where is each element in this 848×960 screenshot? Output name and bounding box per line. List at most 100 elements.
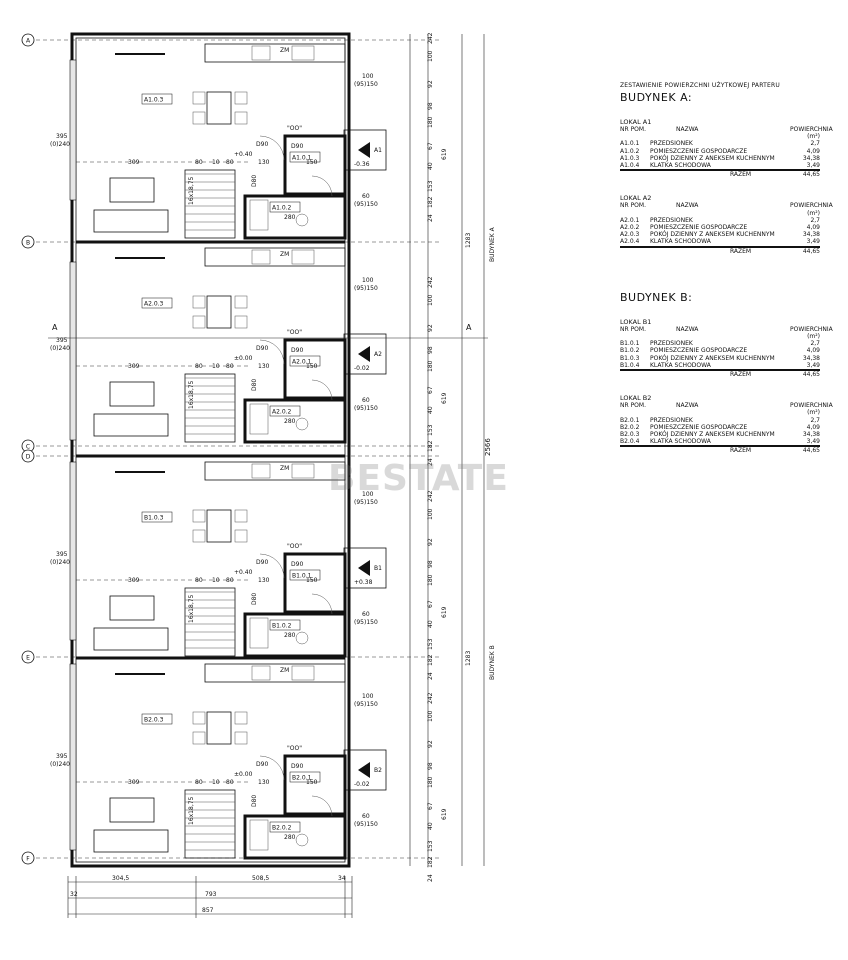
stair-well [184,587,236,657]
window-dim-sub: (0)240 [50,559,70,566]
outer-wall [70,32,351,868]
chair [192,711,206,725]
stair-tag: B2 [374,767,382,774]
chair [192,731,206,745]
stair-well [184,169,236,239]
room-label-vestibule: A2.0.1 [292,359,312,366]
table-total-value: 44,65 [802,247,820,255]
dim-section-height: 1283 [465,651,472,666]
window-wall [69,461,77,641]
dim-bottom-a: 304,5 [112,875,129,882]
table-header-cell: POWIERCHNIA (m²) [790,202,833,217]
room-label-utility: B2.0.2 [272,825,292,832]
door-swing [259,339,285,365]
dim-bottom-total: 857 [202,907,214,914]
table-cell: A1.0.1 [620,140,640,148]
lokal-name: LOKAL A2 [620,194,652,203]
room-label-vestibule: B2.0.1 [292,775,312,782]
door-swing [311,795,333,817]
chair [192,91,206,105]
dim-95-50: (95)150 [354,619,378,626]
axis-bubble [21,235,35,249]
building-outline [69,32,351,868]
table-cell: 2,7 [810,140,820,148]
room-tag-box [269,201,301,213]
utility-wall [243,814,347,860]
room-label-main: A2.0.3 [144,301,164,308]
axis-label: F [26,855,30,862]
room-label-vestibule: B1.0.1 [292,573,312,580]
table-cell: PRZEDSIONEK [650,416,693,424]
stair-tag: A1 [374,147,382,154]
dim-80: 80 [195,363,203,370]
entrance-landing [343,333,387,375]
table-header-cell: NR POM. [620,325,646,333]
entry-arrow [358,762,370,778]
toilet [295,833,309,847]
table-cell: 34,38 [802,154,820,162]
level-mark: ±0.00 [234,355,253,362]
table-cell: 2,7 [810,216,820,224]
oo-label: "OO" [287,543,302,550]
arrow-level: -0.02 [354,781,370,788]
hob [251,249,271,265]
table-total-value: 44,65 [802,171,820,179]
unit-a1: ZMA1.0.316x18,75D90D90"OO"D80A1.0.1A1.0.… [50,43,387,240]
lokal-name: LOKAL B1 [620,317,652,326]
vestibule-wall [283,338,347,400]
dim-value-right: 24 [427,214,434,222]
dim-95-50: (95)150 [354,405,378,412]
dim-150: 150 [306,577,318,584]
dim-10: 10 [212,577,220,584]
dim-10: 10 [212,159,220,166]
table-cell: B2.0.1 [620,416,640,424]
room-tag-box [141,713,173,725]
room-label-main: A1.0.3 [144,97,164,104]
level-mark: +0.40 [234,151,253,158]
window-dim: 395 [56,753,68,760]
chair [234,91,248,105]
axis-bubble [21,449,35,463]
table-cell: 4,09 [806,423,820,431]
window-dim-sub: (0)240 [50,141,70,148]
dim-80: 80 [195,779,203,786]
table-cell: 34,38 [802,354,820,362]
dim-value-right: 182 [427,654,434,666]
apartment-units: ZMA1.0.316x18,75D90D90"OO"D80A1.0.1A1.0.… [50,43,387,860]
sofa [93,413,169,437]
dim-60: 60 [362,193,370,200]
table-total-spacer [620,447,650,454]
dim-95-50: (95)150 [354,821,378,828]
chair [192,509,206,523]
dim-value-right: 40 [427,620,434,628]
coffee-table [109,595,155,621]
dim-150: 150 [306,363,318,370]
building-title: BUDYNEK A: [620,91,693,104]
chair [234,295,248,309]
zm-label: ZM [280,251,289,258]
dim-130: 130 [258,779,270,786]
dim-95-150: (95)150 [354,701,378,708]
room-tag-box [141,297,173,309]
table-cell: 4,09 [806,224,820,232]
entry-arrow [358,142,370,158]
room-label-main: B1.0.3 [144,515,164,522]
table-cell: A1.0.2 [620,147,640,155]
door-swing [311,593,333,615]
dim-150: 150 [306,159,318,166]
table-cell: A1.0.4 [620,162,640,170]
room-label-vestibule: A1.0.1 [292,155,312,162]
table-header-cell: NAZWA [676,325,699,333]
table-total-spacer [620,248,650,255]
boiler [249,403,269,435]
